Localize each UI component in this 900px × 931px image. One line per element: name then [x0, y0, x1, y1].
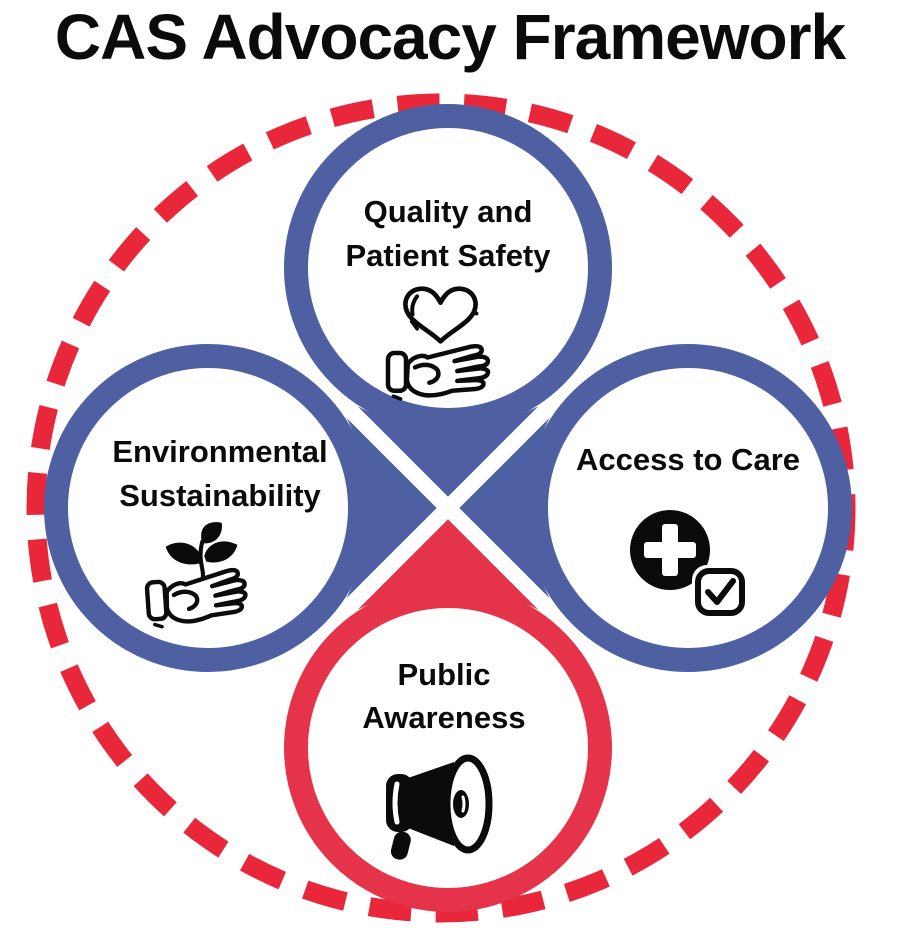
megaphone-cone	[408, 762, 454, 846]
top-node-label-line1: Quality and	[364, 194, 533, 229]
megaphone-icon	[386, 754, 493, 860]
right-circle-ring	[524, 344, 852, 672]
heart-outline	[403, 286, 478, 344]
left-circle-interior	[67, 367, 349, 649]
megaphone-nub-slit	[461, 795, 466, 813]
left-node-label-line1: Environmental	[112, 434, 327, 469]
top-circle-interior	[307, 127, 589, 409]
medical-cross-with-checkbox-icon	[630, 510, 748, 619]
megaphone-nub	[453, 790, 469, 818]
left-node-label-line2: Sustainability	[119, 478, 321, 513]
top-node-label-line2: Patient Safety	[345, 238, 551, 273]
bottom-circle-interior	[307, 607, 589, 889]
divider-band-ne-sw	[272, 332, 624, 684]
megaphone-handle	[390, 831, 411, 860]
heart-tick	[409, 319, 419, 331]
center-wedge-red	[328, 509, 568, 628]
megaphone-back	[386, 774, 413, 832]
bottom-circle-ring	[284, 584, 612, 912]
node-quality-and-patient-safety: Quality and Patient Safety	[345, 194, 551, 399]
node-environmental-sustainability: Environmental Sustainability	[112, 434, 328, 628]
hand-holding-heart-icon	[388, 286, 488, 399]
node-access-to-care: Access to Care	[576, 442, 800, 619]
sprout-leaf-top	[201, 522, 222, 544]
heart-dot	[474, 311, 479, 316]
sprout-stem	[198, 539, 206, 584]
hand-holding-sprout-icon	[146, 522, 247, 627]
bottom-node-label-line1: Public	[397, 657, 490, 692]
megaphone-back-slit	[392, 781, 400, 825]
left-circle-ring	[44, 344, 372, 672]
cross-bar-vertical	[662, 524, 678, 576]
checkmark	[705, 578, 736, 605]
node-public-awareness: Public Awareness	[362, 657, 526, 860]
bottom-node-label-line2: Awareness	[362, 700, 525, 735]
sprout-leaf-left	[165, 542, 202, 565]
right-circle-interior	[547, 367, 829, 649]
checkbox-outline	[695, 568, 745, 616]
right-node-label: Access to Care	[576, 442, 800, 477]
sprout-leaf-right	[204, 541, 238, 563]
top-circle-ring	[284, 104, 612, 432]
page-title: CAS Advocacy Framework	[55, 1, 847, 73]
heart-highlight	[410, 294, 420, 317]
